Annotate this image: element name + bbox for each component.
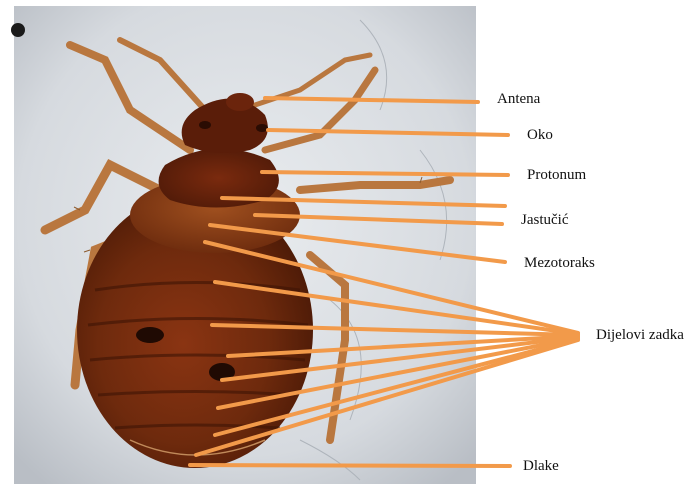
dark-speck xyxy=(11,23,25,37)
label-pad: Jastučić xyxy=(521,213,568,228)
label-pronotum: Protonum xyxy=(527,168,586,183)
dark-spot xyxy=(136,327,164,343)
label-mesothorax: Mezotoraks xyxy=(524,256,595,271)
label-hairs: Dlake xyxy=(523,459,559,474)
label-abdomen-parts: Dijelovi zadka xyxy=(596,328,684,343)
label-eye: Oko xyxy=(527,128,553,143)
insect-eye xyxy=(199,121,211,129)
insect-snout xyxy=(226,93,254,111)
leader-line-hairs xyxy=(190,465,510,466)
label-antenna: Antena xyxy=(497,92,540,107)
